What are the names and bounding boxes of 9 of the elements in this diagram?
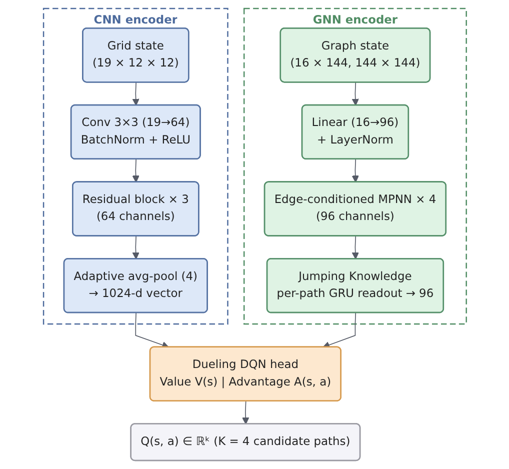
arrow <box>351 236 359 260</box>
arrow <box>351 158 359 183</box>
arrow <box>132 82 139 106</box>
arrow <box>132 236 139 260</box>
arrow <box>242 400 249 424</box>
arrow <box>351 82 359 106</box>
arrow <box>132 158 139 183</box>
arrow <box>134 312 169 348</box>
arrow <box>322 312 356 348</box>
